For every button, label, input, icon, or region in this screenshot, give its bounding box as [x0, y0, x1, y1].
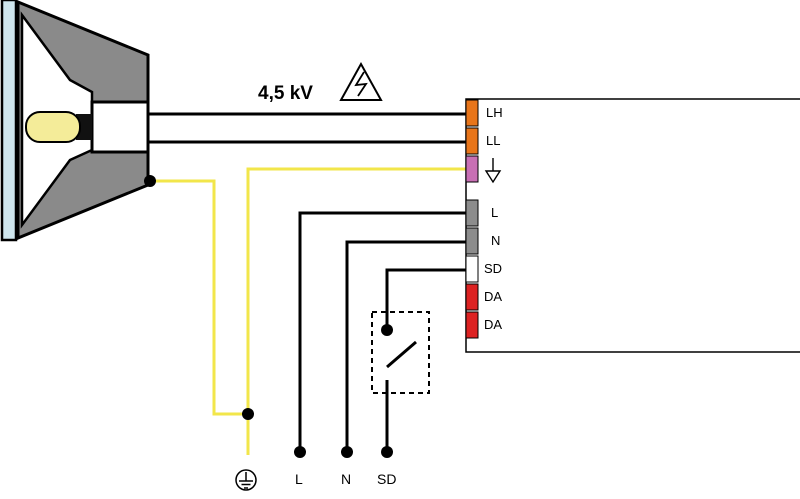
bottom-label-sd: SD — [377, 471, 396, 487]
bottom-label-n: N — [341, 471, 351, 487]
lamp-bulb — [25, 111, 81, 143]
voltage-label: 4,5 kV — [258, 83, 313, 104]
ballast-box — [465, 98, 800, 353]
terminal-lh — [465, 99, 479, 127]
earth-junction-lamp — [144, 175, 156, 187]
terminal-l — [465, 199, 479, 227]
terminal-label-da-1: DA — [484, 289, 502, 304]
terminal-n — [465, 227, 479, 255]
terminal-label-sd: SD — [484, 261, 502, 276]
terminal-label-l: L — [491, 205, 498, 220]
switch-contact-top — [381, 324, 393, 336]
terminal-da-1 — [465, 283, 479, 311]
lamp-fixture — [0, 0, 150, 242]
hv-wires — [148, 112, 466, 144]
ground-icon — [484, 158, 502, 184]
terminal-ll — [465, 127, 479, 155]
terminal-sd — [465, 255, 479, 283]
terminal-dot-l — [294, 446, 306, 458]
lamp-socket — [90, 100, 150, 154]
terminal-earth — [465, 155, 479, 183]
terminal-dot-sd — [381, 446, 393, 458]
earth-wires — [150, 167, 466, 455]
terminal-da-2 — [465, 311, 479, 339]
earth-junction-bottom — [242, 408, 254, 420]
terminal-label-da-2: DA — [484, 317, 502, 332]
high-voltage-warning-icon — [339, 61, 383, 101]
bottom-label-l: L — [295, 471, 303, 487]
lamp-glass — [0, 0, 18, 242]
terminal-strip — [465, 99, 479, 339]
terminal-label-ll: LL — [486, 133, 500, 148]
ground-symbol-icon — [235, 469, 257, 491]
terminal-label-lh: LH — [486, 105, 503, 120]
terminal-dot-n — [341, 446, 353, 458]
terminal-label-n: N — [491, 233, 500, 248]
switch-box — [371, 311, 430, 394]
